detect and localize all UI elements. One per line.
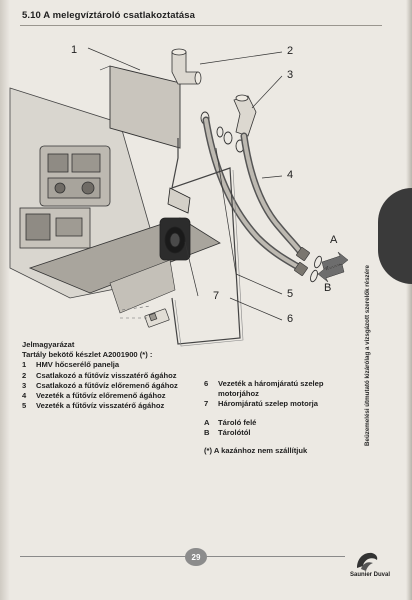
- legend-item-number: 3: [22, 380, 27, 390]
- hmv-exchanger-panel: [109, 65, 181, 149]
- legend-item: 4 Vezeték a fűtővíz előremenő ágához: [22, 391, 192, 401]
- arrow-label-a: A: [330, 234, 338, 246]
- washers: [200, 111, 245, 153]
- saunier-duval-logo-icon: [357, 552, 378, 571]
- connection-diagram: [9, 47, 349, 347]
- legend-item-text: Csatlakozó a fűtővíz előremenő ágához: [36, 380, 178, 390]
- callout-2: 2: [287, 45, 294, 57]
- footer-divider: [205, 556, 345, 557]
- legend-item: 1 HMV hőcserélő panelja: [22, 360, 192, 370]
- kit-title: Tartály bekötő készlet A2001900 (*) :: [22, 350, 153, 360]
- legend-item-text: Vezeték a fűtővíz visszatérő ágához: [36, 401, 165, 411]
- side-note-text: Beüzemelési útmutató kizárólag a vizsgáz…: [363, 264, 371, 446]
- footer-divider: [20, 556, 190, 557]
- cable-plug: [144, 308, 170, 328]
- legend-footnote: (*) A kazánhoz nem szállítjuk: [204, 446, 308, 456]
- legend-item-text: Háromjáratú szelep motorja: [218, 399, 319, 409]
- legend-spacer: [204, 438, 354, 446]
- legend-item: 2 Csatlakozó a fűtővíz visszatérő ágához: [22, 371, 192, 381]
- legend-heading: Jelmagyarázat: [22, 340, 75, 349]
- brand-name: Saunier Duval: [349, 572, 390, 578]
- hydraulic-block: [19, 145, 111, 249]
- legend-item-number: 2: [22, 370, 27, 380]
- legend-item-text: Csatlakozó a fűtővíz visszatérő ágához: [36, 370, 177, 380]
- return-connector: [171, 48, 202, 85]
- legend-item-number: 6: [204, 379, 209, 388]
- legend-item-text: Tároló felé: [218, 417, 257, 427]
- title-divider: [20, 25, 382, 26]
- legend-item-number: 5: [22, 401, 27, 411]
- page-edge: [0, 0, 10, 600]
- legend-item-text: Vezeték a háromjáratú szelep motorjához: [218, 379, 324, 399]
- pipe-nuts: [294, 247, 310, 276]
- legend-item-text: HMV hőcserélő panelja: [36, 360, 120, 370]
- motor-cable: [171, 138, 241, 345]
- legend-spacer: [204, 410, 354, 418]
- legend-item-number: B: [204, 427, 210, 437]
- callout-leaders: [87, 47, 283, 321]
- legend-right-column: 6 Vezeték a háromjáratú szelep motorjához…: [204, 379, 354, 456]
- legend-item-number: 4: [22, 391, 27, 401]
- legend-left-column: Jelmagyarázat Tartály bekötő készlet A20…: [22, 340, 192, 411]
- legend-item-number: A: [204, 417, 210, 427]
- legend-item: A Tároló felé: [204, 418, 354, 428]
- legend-item-text: Vezeték a fűtővíz előremenő ágához: [36, 391, 166, 401]
- flow-direction-arrows: [317, 251, 349, 283]
- flow-connector: [233, 94, 257, 137]
- legend-item: 3 Csatlakozó a fűtővíz előremenő ágához: [22, 381, 192, 391]
- callout-3: 3: [287, 69, 294, 81]
- callout-6: 6: [287, 313, 294, 325]
- callout-5: 5: [287, 288, 294, 300]
- valve-motor: [159, 187, 191, 261]
- arrow-label-b: B: [324, 282, 332, 294]
- return-pipe: [202, 116, 304, 272]
- legend-item: B Tárolótól: [204, 428, 354, 438]
- page-edge: [406, 0, 412, 600]
- side-note: Beüzemelési útmutató kizárólag a vizsgáz…: [356, 205, 378, 505]
- chapter-tab: [378, 188, 412, 284]
- brand: Saunier Duval: [340, 550, 400, 584]
- legend-item-number: 7: [204, 399, 209, 409]
- page-number: 29: [185, 548, 207, 566]
- legend-item: 6 Vezeték a háromjáratú szelep motorjához: [204, 379, 354, 399]
- callout-1: 1: [71, 44, 78, 56]
- legend-item-number: 1: [22, 360, 27, 370]
- callout-4: 4: [287, 169, 294, 181]
- legend-item: 5 Vezeték a fűtővíz visszatérő ágához: [22, 401, 192, 411]
- legend-item-text: Tárolótól: [218, 427, 251, 437]
- section-title: 5.10 A melegvíztároló csatlakoztatása: [22, 10, 196, 21]
- callout-7: 7: [213, 290, 220, 302]
- legend-item: 7 Háromjáratú szelep motorja: [204, 399, 354, 409]
